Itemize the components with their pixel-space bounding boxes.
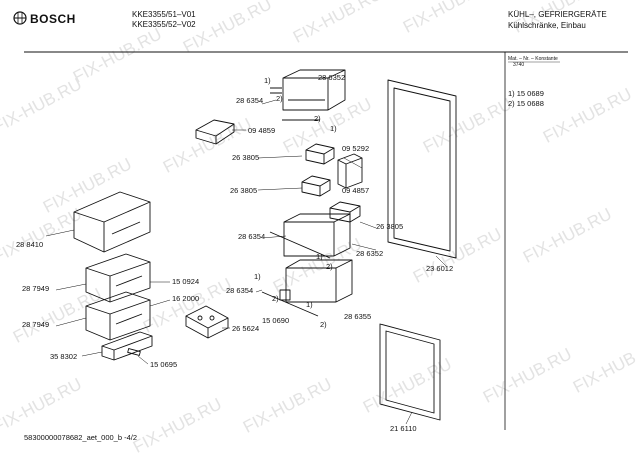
part-label: 16 2000 xyxy=(172,294,200,303)
crisper-drawer-part xyxy=(73,191,151,253)
part-label: 26 5624 xyxy=(232,324,260,333)
door-gasket-part xyxy=(387,79,457,259)
bosch-logo-icon xyxy=(13,11,27,25)
part-label: 15 0695 xyxy=(150,360,178,369)
brand-logo-text: BOSCH xyxy=(30,12,76,26)
ice-tray-part xyxy=(185,305,229,339)
part-label: 28 6355 xyxy=(344,312,372,321)
part-label: 28 8410 xyxy=(16,240,44,249)
part-label: 28 6352 xyxy=(356,249,384,258)
part-label: 28 7949 xyxy=(22,320,50,329)
part-label: 09 4857 xyxy=(342,186,370,195)
freezer-tray-part xyxy=(101,331,153,361)
category-label: KÜHL–, GEFRIERGERÄTE xyxy=(508,10,607,19)
part-label: 2) xyxy=(326,262,333,271)
part-label: 23 6012 xyxy=(426,264,454,273)
document-id: 58300000078682_aet_000_b -4/2 xyxy=(24,433,138,442)
part-label: 09 4859 xyxy=(248,126,276,135)
part-label: 26 3805 xyxy=(230,186,258,195)
part-label: 1) xyxy=(330,124,337,133)
small-box-2-part xyxy=(301,175,331,197)
part-label: 2) xyxy=(272,294,279,303)
part-label: 09 5292 xyxy=(342,144,370,153)
part-label: 1) xyxy=(316,252,323,261)
part-label: 28 6352 xyxy=(318,73,346,82)
key-header: Mat. – Nr. – Konstante xyxy=(508,56,558,62)
part-label: 26 3805 xyxy=(376,222,404,231)
part-label: 2) xyxy=(314,114,321,123)
key-constant: 3740 xyxy=(513,62,525,68)
part-label: 2) xyxy=(276,94,283,103)
part-label: 1) xyxy=(264,76,271,85)
small-box-3-part xyxy=(329,201,361,223)
part-label: 35 8302 xyxy=(50,352,78,361)
part-label: 1) xyxy=(306,300,313,309)
egg-tray-part xyxy=(195,119,235,145)
shelf-clip-upper xyxy=(270,87,282,94)
small-box-1-part xyxy=(305,143,335,165)
door-shelf-lower-part xyxy=(285,259,353,303)
door-shelf-middle-part xyxy=(283,213,351,257)
freezer-box-lower-part xyxy=(85,291,151,341)
part-label: 15 0690 xyxy=(262,316,290,325)
part-label: 2) xyxy=(320,320,327,329)
part-label: 28 6354 xyxy=(238,232,266,241)
door-shelf-top-part xyxy=(282,69,346,111)
shelf-rod-lower xyxy=(261,291,319,317)
part-label: 28 7949 xyxy=(22,284,50,293)
reference-note-2: 2) 15 0688 xyxy=(508,99,544,108)
part-label: 26 3805 xyxy=(232,153,260,162)
part-label: 15 0924 xyxy=(172,277,200,286)
model-number-2: KKE3355/52–V02 xyxy=(132,20,196,29)
bracket-part xyxy=(337,153,363,189)
freezer-gasket-part xyxy=(379,323,441,421)
part-label: 1) xyxy=(254,272,261,281)
model-number-1: KKE3355/51–V01 xyxy=(132,10,196,19)
hinge-block-part xyxy=(279,289,291,301)
subcategory-label: Kühlschränke, Einbau xyxy=(508,21,586,30)
leader-lines xyxy=(45,77,447,425)
reference-note-1: 1) 15 0689 xyxy=(508,89,544,98)
part-label: 28 6354 xyxy=(236,96,264,105)
pin-part xyxy=(127,348,141,356)
part-label: 28 6354 xyxy=(226,286,254,295)
part-label: 21 6110 xyxy=(390,424,417,433)
